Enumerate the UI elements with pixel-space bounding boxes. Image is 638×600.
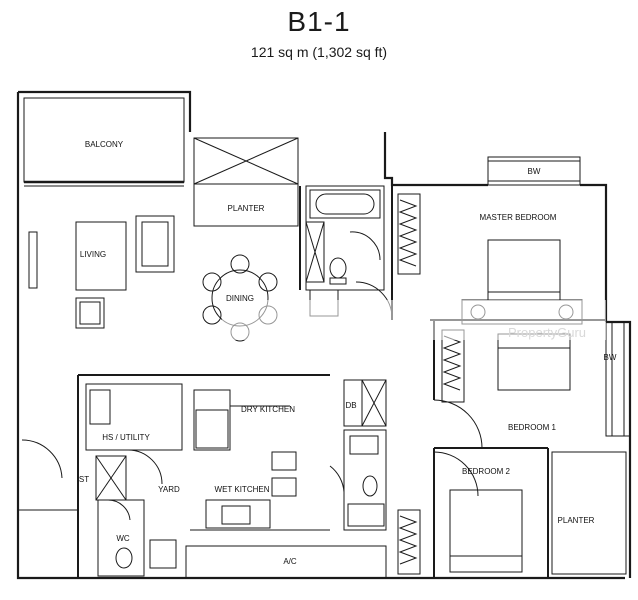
label-dining: DINING <box>226 294 254 303</box>
watermark: PropertyGuru <box>222 300 606 340</box>
label-master-bedroom: MASTER BEDROOM <box>480 213 557 222</box>
label-bw-right: BW <box>604 353 617 362</box>
db-and-shower <box>343 379 387 427</box>
ac-ledge <box>185 545 387 579</box>
label-balcony: BALCONY <box>85 140 124 149</box>
living-furniture <box>28 215 175 329</box>
label-wet-kitchen: WET KITCHEN <box>215 485 270 494</box>
plan-area: 121 sq m (1,302 sq ft) <box>250 44 388 60</box>
hs-utility-room <box>85 383 183 485</box>
label-bw-top: BW <box>528 167 541 176</box>
bedroom2-furniture <box>397 451 523 575</box>
label-db: DB <box>345 401 356 410</box>
junior-bathroom <box>329 429 387 531</box>
partition-walls <box>17 186 606 578</box>
label-bedroom1: BEDROOM 1 <box>508 423 557 432</box>
label-wc: WC <box>116 534 130 543</box>
label-hs-utility: HS / UTILITY <box>102 433 150 442</box>
label-yard: YARD <box>158 485 180 494</box>
watermark-text: PropertyGuru <box>508 325 586 340</box>
balcony-area <box>23 97 185 187</box>
wc-room <box>97 499 177 577</box>
planter-top-area <box>193 137 299 227</box>
label-planter-right: PLANTER <box>558 516 595 525</box>
plan-title: B1-1 <box>287 6 351 37</box>
wet-kitchen-fixtures <box>190 451 330 531</box>
planter-right-area <box>551 451 627 575</box>
right-bay-window <box>605 321 631 437</box>
label-bedroom2: BEDROOM 2 <box>462 467 511 476</box>
label-ac: A/C <box>283 557 297 566</box>
master-bedroom-furniture <box>397 156 583 325</box>
label-st: ST <box>79 475 89 484</box>
label-living: LIVING <box>80 250 106 259</box>
label-planter-top: PLANTER <box>228 204 265 213</box>
common-bathroom <box>305 185 393 319</box>
label-dry-kitchen: DRY KITCHEN <box>241 405 295 414</box>
dry-kitchen-counter <box>193 389 290 451</box>
